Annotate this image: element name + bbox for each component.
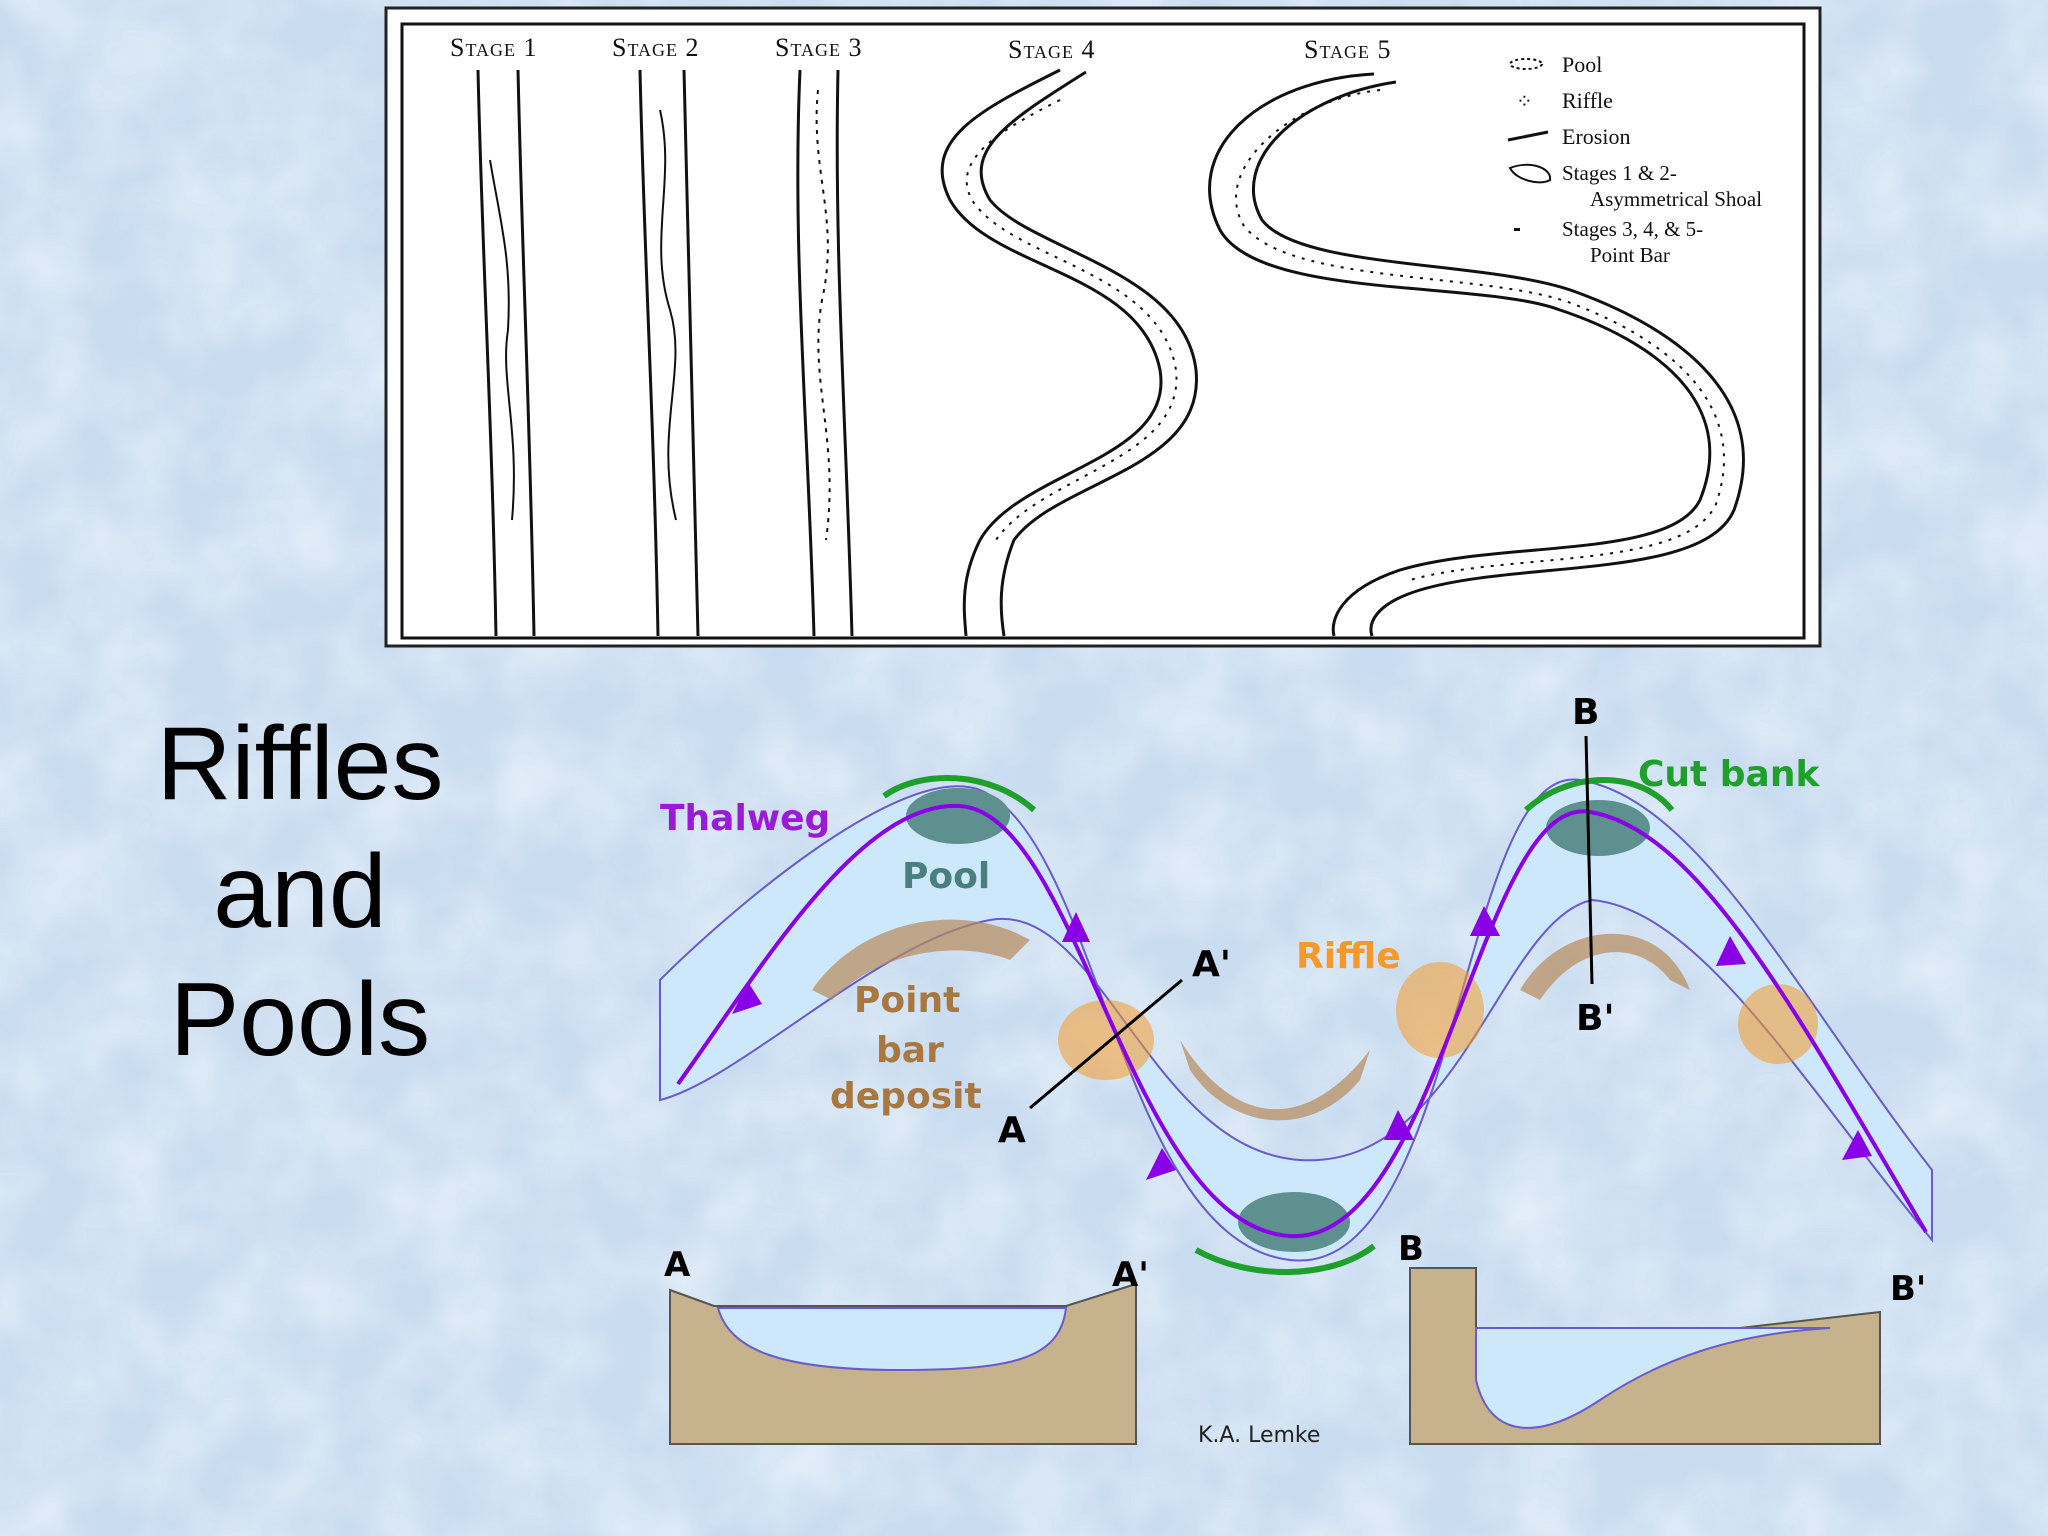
point-bar-legend-icon [1514,228,1520,231]
riffle-2 [1396,962,1484,1058]
stage-2-label: Stage 2 [612,33,700,62]
stage-3-label: Stage 3 [775,33,863,62]
legend-shoal-line1: Stages 1 & 2- [1562,161,1677,185]
credit-text: K.A. Lemke [1198,1423,1320,1448]
cross-section-bb-water [1475,1327,1831,1429]
stage-1-thalweg [489,159,515,521]
point-bar-label-3: deposit [830,1076,982,1117]
stages-figure-frame [384,6,1822,648]
point-bar-upper-left [812,919,1030,1000]
section-b-label: B [1572,692,1599,733]
title-line-2: and [213,834,387,950]
cut-bank-label: Cut bank [1638,754,1820,795]
riffle-legend-icon: ⁘ [1516,91,1533,113]
stage-2-bank-right [682,69,700,637]
title-line-1: Riffles [156,706,444,822]
stage-2-thalweg [659,109,677,521]
stage-1-bank-right [516,69,536,637]
cross-section-aa: A A' [664,1245,1149,1445]
stage-1-bank-left [476,69,498,637]
stage-4-bank-left [940,68,1163,637]
stage-5-label: Stage 5 [1304,35,1392,64]
cut-bank-2 [1194,1243,1376,1275]
slide-title: Riffles and Pools [60,700,540,1084]
point-bar-deposits [812,919,1690,1121]
stage-5-thalweg [1235,89,1725,581]
cut-bank-1 [882,775,1037,813]
stage-2-bank-left [638,69,660,637]
stage-3-bank-right [835,69,854,637]
pool-1 [906,788,1010,844]
thalweg-arrow-3 [1146,1148,1176,1180]
cut-bank-3 [1523,777,1675,813]
stage-4-thalweg [965,99,1178,541]
stage-4-bank-right [979,70,1198,637]
section-line-b [1584,735,1594,985]
point-bar-label-1: Point [854,980,960,1021]
stages-legend: Pool ⁘ Riffle Erosion Stages 1 & 2- Asym… [1507,52,1762,267]
cross-section-bb-right-label: B' [1890,1269,1926,1309]
section-line-a [1029,978,1183,1110]
shoal-legend-icon [1508,163,1552,184]
stage-4-label: Stage 4 [1008,35,1096,64]
stage-1-label: Stage 1 [450,33,538,62]
point-bar-label-2: bar [876,1030,944,1071]
riffle-label: Riffle [1296,936,1401,977]
section-a-label: A [998,1110,1026,1151]
stage-3-bars [815,89,831,541]
legend-riffle: Riffle [1562,88,1613,113]
thalweg-label: Thalweg [660,798,830,839]
thalweg-line [676,803,1928,1239]
legend-pointbar-line1: Stages 3, 4, & 5- [1562,217,1703,241]
thalweg-arrow-5 [1470,906,1500,936]
stage-5-bank-left [1208,72,1712,637]
thalweg-arrow-6 [1716,936,1746,966]
section-a-prime-label: A' [1192,944,1231,985]
cross-section-aa-right-label: A' [1112,1255,1149,1295]
thalweg-arrow-4 [1384,1110,1414,1140]
stage-3-bank-left [796,69,816,637]
legend-pointbar-line2: Point Bar [1590,243,1670,267]
pool-2 [1238,1192,1350,1252]
riffle-3 [1738,984,1818,1064]
point-bar-lower [1180,1040,1370,1121]
legend-pool: Pool [1562,52,1602,77]
thalweg-arrow-7 [1842,1130,1872,1160]
pool-label: Pool [902,856,990,897]
cross-section-bb: B B' [1398,1229,1926,1445]
legend-erosion: Erosion [1562,124,1630,149]
thalweg-arrows [732,906,1872,1180]
thalweg-arrow-2 [1062,912,1090,942]
stages-figure-inner-frame [400,22,1806,640]
title-line-3: Pools [169,962,431,1078]
section-b-prime-label: B' [1576,998,1614,1039]
legend-shoal-line2: Asymmetrical Shoal [1590,187,1762,211]
cross-section-bb-left-label: B [1398,1229,1424,1269]
cross-section-aa-left-label: A [664,1245,691,1285]
point-bar-upper-right [1520,933,1690,1000]
erosion-legend-icon [1507,130,1549,142]
cross-section-aa-water [716,1307,1068,1372]
thalweg-arrow-1 [732,982,762,1014]
cut-banks [882,775,1675,1275]
stage-5-bank-right [1251,80,1745,637]
